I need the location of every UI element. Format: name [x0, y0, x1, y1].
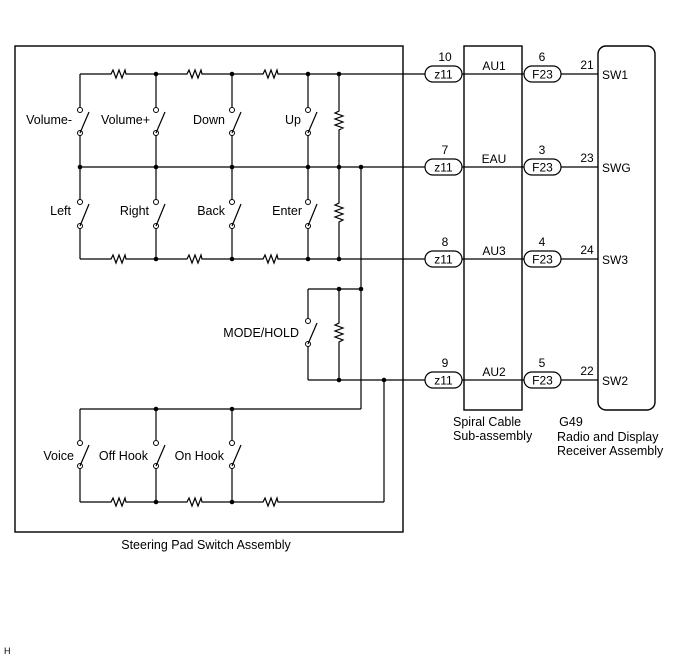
switch-off-hook [153, 440, 166, 469]
resistor [334, 319, 344, 345]
second-rail [80, 254, 425, 264]
label-back: Back [197, 204, 226, 218]
spiral-terminal: EAU [482, 152, 507, 166]
label-left: Left [50, 204, 71, 218]
steering-pad-title: Steering Pad Switch Assembly [121, 538, 291, 552]
resistor [107, 254, 129, 264]
pin-number: 8 [442, 235, 449, 249]
pin-number: 7 [442, 143, 449, 157]
voice-circuit [79, 380, 385, 507]
connector-z11-label: z11 [434, 161, 453, 175]
spiral-terminal: AU1 [482, 59, 506, 73]
label-off-hook: Off Hook [99, 449, 149, 463]
switch-right [153, 199, 166, 229]
switch-mode-hold [305, 318, 318, 347]
label-enter: Enter [272, 204, 302, 218]
label-voice: Voice [43, 449, 74, 463]
resistor [107, 69, 129, 79]
pin-number: 5 [539, 356, 546, 370]
top-rail [80, 69, 425, 79]
receiver-terminal: SW3 [602, 253, 628, 267]
switch-down [229, 107, 242, 136]
resistor [334, 199, 344, 225]
receiver-pin: 22 [580, 364, 594, 378]
resistor [259, 254, 281, 264]
receiver-terminal: SW2 [602, 374, 628, 388]
spiral-cable-title-2: Sub-assembly [453, 429, 533, 443]
steering-pad-switch-assembly-box [14, 45, 404, 533]
receiver-pin: 23 [580, 151, 594, 165]
resistor [183, 497, 205, 507]
resistor [183, 254, 205, 264]
resistor [183, 69, 205, 79]
resistor [259, 69, 281, 79]
label-down: Down [193, 113, 225, 127]
connector-f23-label: F23 [532, 253, 553, 267]
label-on-hook: On Hook [175, 449, 225, 463]
pin-number: 10 [438, 50, 452, 64]
connector-z11-label: z11 [434, 68, 453, 82]
connector-z11-label: z11 [434, 253, 453, 267]
resistor [259, 497, 281, 507]
label-volume-minus: Volume- [26, 113, 72, 127]
connector-f23-label: F23 [532, 68, 553, 82]
receiver-terminal: SWG [602, 161, 631, 175]
connector-z11-label: z11 [434, 374, 453, 388]
receiver-title-2: Receiver Assembly [557, 444, 664, 458]
spiral-terminal: AU3 [482, 244, 506, 258]
switch-columns [79, 74, 344, 259]
switch-volume-plus [153, 107, 166, 136]
switch-up [305, 107, 318, 136]
pin-number: 6 [539, 50, 546, 64]
resistor [107, 497, 129, 507]
switch-left [77, 199, 90, 229]
switch-enter [305, 199, 318, 229]
switch-on-hook [229, 440, 242, 469]
mode-hold-circuit [307, 167, 425, 409]
receiver-assembly-box [597, 45, 656, 411]
label-right: Right [120, 204, 150, 218]
spiral-row-au3: z11 8 AU3 F23 4 [424, 235, 598, 268]
receiver-title-1: Radio and Display [557, 430, 659, 444]
junction-dots [77, 71, 387, 505]
switch-voice [77, 440, 90, 469]
receiver-code: G49 [559, 415, 583, 429]
connector-f23-label: F23 [532, 374, 553, 388]
resistor [334, 107, 344, 133]
spiral-row-au2: z11 9 AU2 F23 5 [424, 356, 598, 389]
label-volume-plus: Volume+ [101, 113, 150, 127]
pin-number: 9 [442, 356, 449, 370]
pin-number: 3 [539, 143, 546, 157]
connector-f23-label: F23 [532, 161, 553, 175]
spiral-cable-box [463, 45, 523, 411]
label-mode-hold: MODE/HOLD [223, 326, 299, 340]
spiral-terminal: AU2 [482, 365, 506, 379]
label-up: Up [285, 113, 301, 127]
receiver-terminal: SW1 [602, 68, 628, 82]
spiral-row-au1: z11 10 AU1 F23 6 [424, 50, 598, 83]
receiver-pin: 24 [580, 243, 594, 257]
switch-back [229, 199, 242, 229]
spiral-row-eau: z11 7 EAU F23 3 [424, 143, 598, 176]
receiver-pin: 21 [580, 58, 594, 72]
pin-number: 4 [539, 235, 546, 249]
switch-volume-minus [77, 107, 90, 136]
corner-mark: H [4, 646, 11, 656]
spiral-cable-title-1: Spiral Cable [453, 415, 521, 429]
